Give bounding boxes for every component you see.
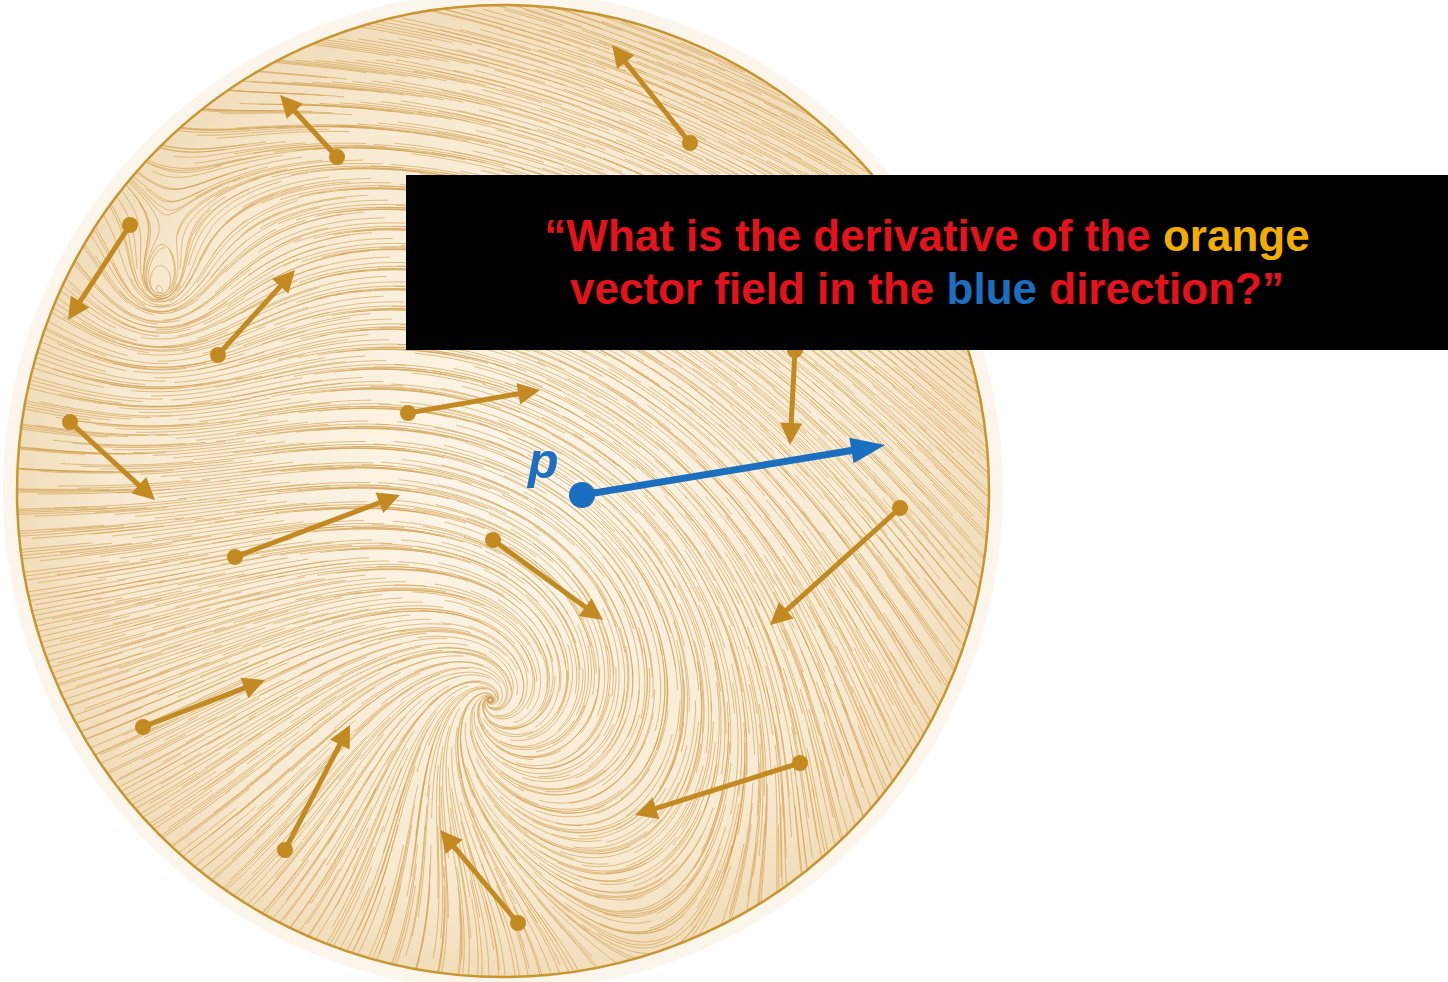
streamlines	[0, 0, 1035, 982]
field-arrow-head	[770, 602, 794, 625]
question-fragment: vector field in the	[570, 264, 934, 313]
streamline-set	[0, 0, 1035, 982]
direction-arrow-base-point	[569, 482, 595, 508]
direction-arrow-head	[849, 438, 885, 464]
field-arrow-base-point	[400, 405, 416, 421]
field-arrow-base-point	[62, 414, 78, 430]
field-arrow-base-point	[210, 347, 226, 363]
question-box: “What is the derivative of the orange vec…	[406, 175, 1448, 350]
field-arrow-shaft	[454, 847, 518, 923]
field-arrow-shaft	[295, 111, 337, 157]
field-arrow-head	[579, 598, 603, 620]
question-fragment: direction?”	[1049, 264, 1284, 313]
field-arrow-shaft	[493, 540, 585, 607]
field-arrow-shaft	[285, 745, 340, 850]
field-arrow-head	[241, 678, 265, 699]
field-arrow-head	[440, 830, 463, 854]
field-arrow-head	[612, 45, 634, 69]
point-label: p	[528, 436, 559, 486]
field-arrow-shaft	[626, 62, 690, 143]
field-arrow-head	[330, 725, 350, 750]
field-arrow-shaft	[791, 350, 795, 423]
question-text: “What is the derivative of the orange vec…	[544, 210, 1309, 316]
field-arrow-head	[516, 383, 540, 405]
question-fragment: blue	[947, 264, 1037, 313]
field-arrow-head	[272, 270, 295, 294]
blue-direction	[569, 438, 885, 508]
field-arrow-shaft	[70, 422, 139, 485]
direction-arrow-shaft	[582, 451, 851, 495]
field-arrow-base-point	[485, 532, 501, 548]
field-arrow-base-point	[682, 135, 698, 151]
field-arrow-shaft	[656, 763, 800, 808]
field-arrow-shaft	[235, 503, 379, 557]
field-arrow-head	[635, 798, 659, 819]
field-arrow-shaft	[218, 286, 280, 355]
field-arrow-base-point	[792, 755, 808, 771]
field-arrow-head	[280, 95, 303, 119]
field-arrow-head	[68, 296, 89, 320]
question-fragment: orange	[1163, 211, 1310, 260]
field-arrow-base-point	[510, 915, 526, 931]
field-arrow-base-point	[277, 842, 293, 858]
field-arrow-shaft	[143, 688, 244, 727]
field-arrow-base-point	[329, 149, 345, 165]
field-arrow-head	[131, 477, 155, 500]
field-arrow-head	[376, 492, 400, 513]
field-arrow-head	[780, 422, 802, 445]
field-arrow-shaft	[408, 394, 518, 413]
field-arrow-shaft	[786, 508, 900, 610]
field-arrow-base-point	[892, 500, 908, 516]
disk-outline	[17, 5, 989, 977]
field-arrow-base-point	[122, 217, 138, 233]
question-fragment: “What is the derivative of the	[544, 211, 1150, 260]
field-arrow-base-point	[227, 549, 243, 565]
field-arrow-base-point	[135, 719, 151, 735]
field-arrow-shaft	[80, 225, 130, 302]
